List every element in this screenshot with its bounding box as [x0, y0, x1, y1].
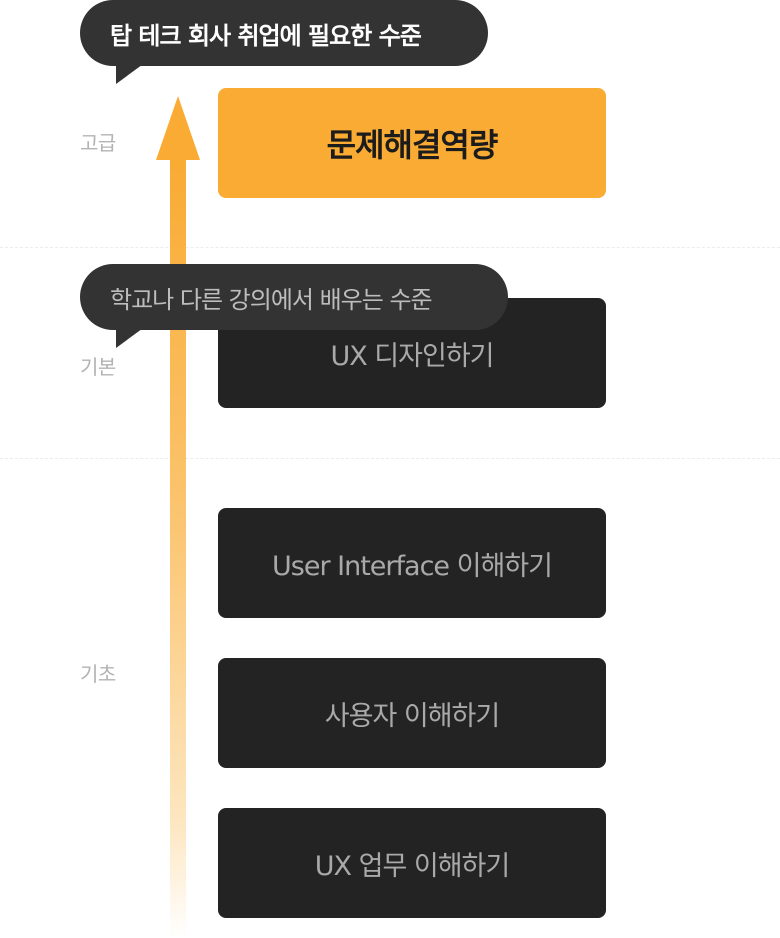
box-ux-work-label: UX 업무 이해하기	[314, 850, 510, 882]
box-problem-solving-label: 문제해결역량	[326, 126, 499, 164]
box-ux-design-label: UX 디자인하기	[330, 340, 494, 372]
speech-bubble-middle-text: 학교나 다른 강의에서 배우는 수준	[110, 285, 433, 314]
progress-arrow-shaft	[170, 158, 186, 938]
level-label-foundation: 기초	[80, 662, 116, 686]
box-ux-work: UX 업무 이해하기	[218, 808, 606, 918]
speech-bubble-top-tech: 탑 테크 회사 취업에 필요한 수준	[80, 0, 488, 84]
speech-bubble-tail	[116, 62, 146, 84]
speech-bubble-top-text: 탑 테크 회사 취업에 필요한 수준	[110, 21, 422, 50]
speech-bubble-school-level: 학교나 다른 강의에서 배우는 수준	[80, 264, 508, 348]
divider-basic-foundation	[0, 458, 780, 459]
box-user-understanding: 사용자 이해하기	[218, 658, 606, 768]
box-ui-understanding: User Interface 이해하기	[218, 508, 606, 618]
speech-bubble-tail	[116, 326, 146, 348]
level-label-basic: 기본	[80, 355, 116, 379]
box-problem-solving: 문제해결역량	[218, 88, 606, 198]
box-ui-understanding-label: User Interface 이해하기	[272, 550, 553, 582]
arrow-up-icon	[156, 96, 200, 160]
level-label-advanced: 고급	[80, 131, 116, 155]
box-user-understanding-label: 사용자 이해하기	[324, 700, 500, 732]
divider-advanced-basic	[0, 247, 780, 248]
